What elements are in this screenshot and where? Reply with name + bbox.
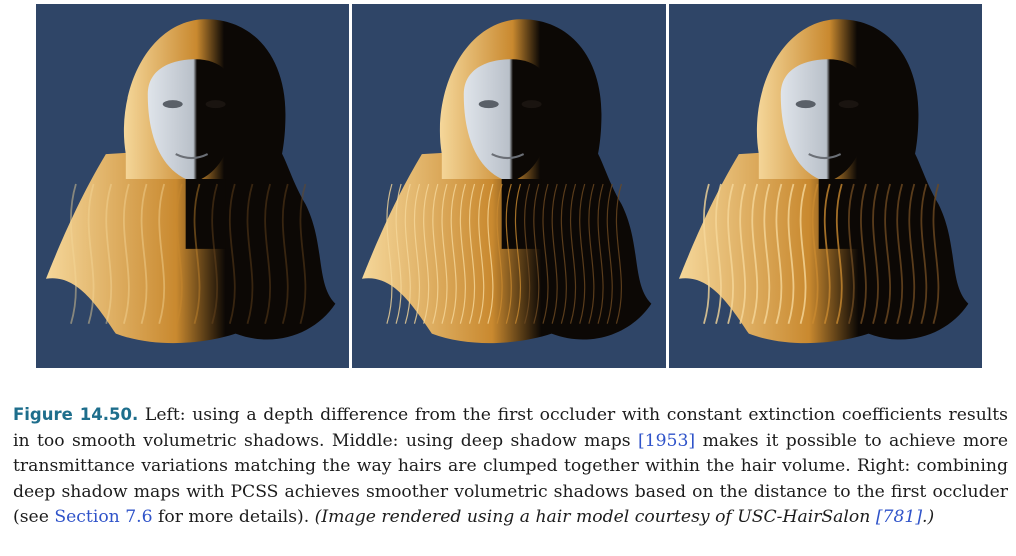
caption-text-2: makes it possible to achieve more transm… (13, 430, 1008, 528)
caption-text-3: for more details). (152, 507, 315, 528)
image-credit-end: .) (922, 507, 935, 528)
hair-render-right (678, 19, 969, 344)
citation-link-1953[interactable]: [1953] (637, 430, 696, 451)
image-credit: (Image rendered using a hair model court… (315, 507, 935, 527)
hair-render-middle (362, 19, 652, 344)
citation-link-781[interactable]: [781] (875, 507, 923, 528)
hair-illustration (45, 19, 336, 344)
figure-label: Figure 14.50. (13, 405, 139, 424)
figure-caption: Figure 14.50. Left: using a depth differ… (13, 402, 1008, 531)
section-link-7-6[interactable]: Section 7.6 (54, 507, 153, 528)
figure-panels (36, 4, 982, 368)
image-credit-text: (Image rendered using a hair model court… (314, 507, 876, 528)
hair-render-left (45, 19, 336, 344)
caption-text-1: Left: using a depth difference from the … (13, 405, 1008, 451)
hair-illustration (678, 19, 969, 344)
render-panel-right (668, 4, 982, 368)
render-panel-left (36, 4, 350, 368)
hair-illustration (362, 19, 652, 344)
render-panel-middle (352, 4, 666, 368)
